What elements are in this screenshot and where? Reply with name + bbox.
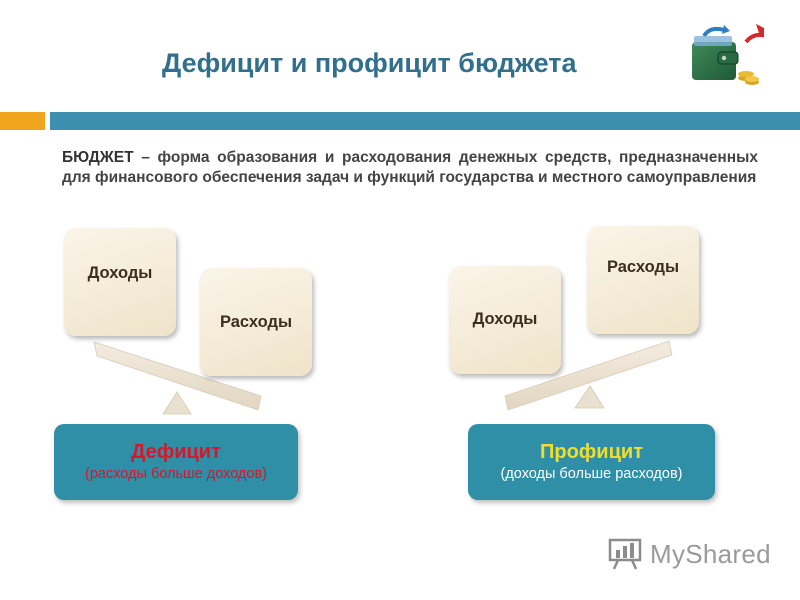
deficit-expenses-box: Расходы (200, 268, 312, 376)
surplus-scale-fulcrum (574, 385, 605, 409)
deficit-expenses-label: Расходы (219, 312, 293, 331)
deficit-result-box: Дефицит (расходы больше доходов) (54, 424, 298, 500)
surplus-result-box: Профицит (доходы больше расходов) (468, 424, 715, 500)
deficit-scale-fulcrum (162, 391, 192, 415)
definition-text: – форма образования и расходования денеж… (62, 149, 758, 186)
deficit-result-subtitle: (расходы больше доходов) (85, 466, 267, 482)
presentation-board-icon (608, 538, 642, 570)
surplus-result-title: Профицит (540, 441, 643, 463)
surplus-expenses-label: Расходы (606, 257, 680, 276)
wallet-money-icon (692, 24, 764, 85)
accent-bar-orange (0, 112, 45, 130)
definition-term: БЮДЖЕТ (62, 149, 134, 166)
deficit-result-title: Дефицит (131, 441, 221, 463)
deficit-income-box: Доходы (64, 228, 176, 336)
surplus-scale-plank (504, 340, 673, 411)
surplus-expenses-box: Расходы (587, 226, 699, 334)
accent-bar-blue (50, 112, 800, 130)
surplus-income-label: Доходы (472, 309, 538, 328)
page-title: Дефицит и профицит бюджета (162, 48, 577, 78)
deficit-scale-plank (93, 341, 262, 411)
watermark-text: MyShared (650, 538, 771, 569)
myshared-watermark: MyShared (608, 538, 771, 570)
budget-definition: БЮДЖЕТ – форма образования и расходовани… (62, 148, 758, 188)
deficit-income-label: Доходы (87, 263, 153, 282)
surplus-result-subtitle: (доходы больше расходов) (500, 466, 683, 482)
surplus-income-box: Доходы (449, 266, 561, 374)
